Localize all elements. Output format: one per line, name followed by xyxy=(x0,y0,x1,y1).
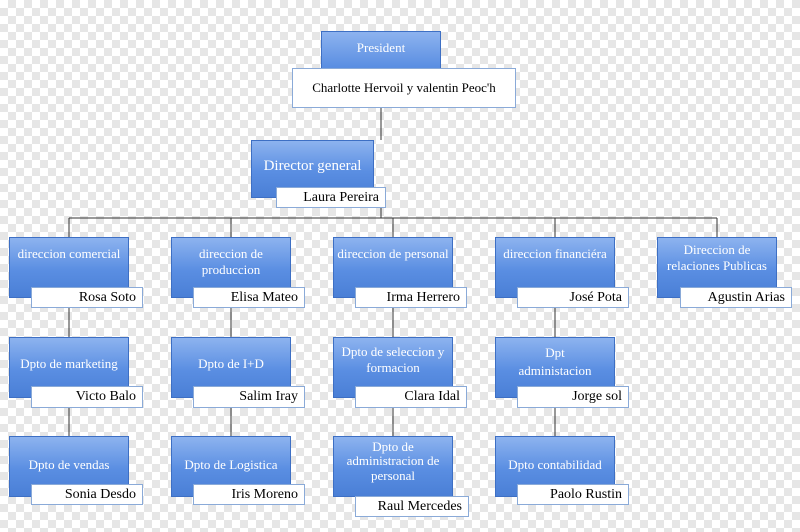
department-title: Dpto de marketing xyxy=(20,356,118,371)
division-title: direccion comercial xyxy=(17,246,121,261)
department-title: Dpto de Logistica xyxy=(184,457,278,472)
department-name: Victo Balo xyxy=(31,386,143,408)
division-title: Direccion de relaciones Publicas xyxy=(667,242,767,273)
president-name: Charlotte Hervoil y valentin Peoc'h xyxy=(292,68,516,108)
department-name: Raul Mercedes xyxy=(355,496,469,517)
department-title: Dpto de I+D xyxy=(198,356,264,371)
department-box: Dpto de administracion de personal xyxy=(333,436,453,497)
division-name: Agustin Arias xyxy=(680,287,792,308)
division-name: Irma Herrero xyxy=(355,287,467,308)
department-name: Iris Moreno xyxy=(193,484,305,505)
division-name: José Pota xyxy=(517,287,629,308)
department-name: Sonia Desdo xyxy=(31,484,143,505)
department-name: Paolo Rustin xyxy=(517,484,629,505)
division-name: Elisa Mateo xyxy=(193,287,305,308)
department-title: Dpto de administracion de personal xyxy=(346,439,440,483)
department-title: Dpto contabilidad xyxy=(508,457,602,472)
director-name: Laura Pereira xyxy=(276,187,386,208)
division-title: direccion de personal xyxy=(337,246,449,261)
department-name: Jorge sol xyxy=(517,386,629,408)
department-title: Dpto de seleccion y formacion xyxy=(341,344,445,375)
division-title: direccion de produccion xyxy=(199,246,263,277)
director-title: Director general xyxy=(263,158,362,174)
division-name: Rosa Soto xyxy=(31,287,143,308)
department-name: Clara Idal xyxy=(355,386,467,408)
department-name: Salim Iray xyxy=(193,386,305,408)
department-title: Dpto de vendas xyxy=(28,457,110,472)
division-title: direccion financiéra xyxy=(503,246,607,261)
department-title: Dpt administacion xyxy=(518,345,592,378)
president-title: President xyxy=(356,40,406,55)
